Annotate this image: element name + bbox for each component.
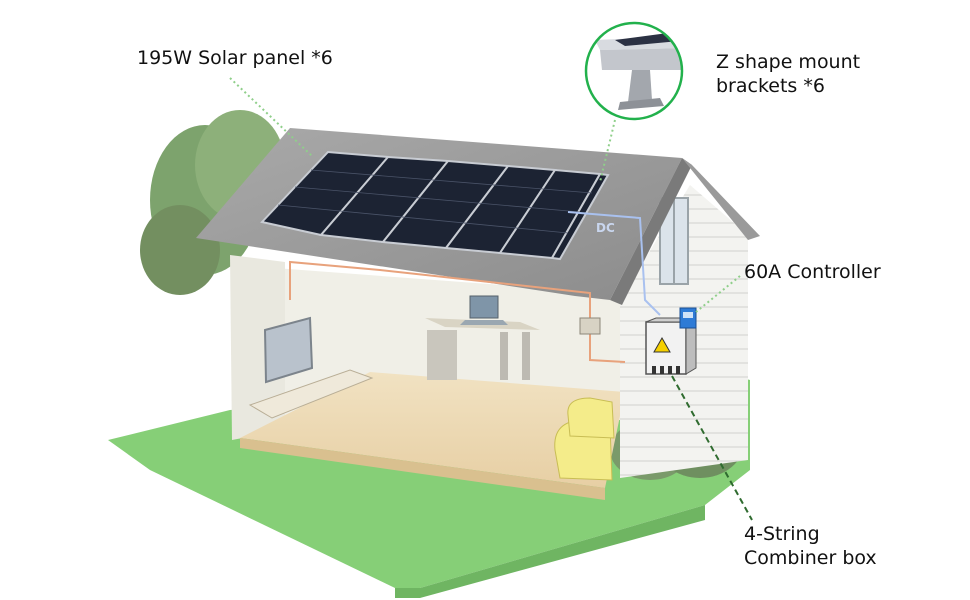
bracket-label-line1: Z shape mount [716, 50, 860, 74]
dc-tag: DC [596, 221, 615, 235]
combiner-label-line1: 4-String [744, 522, 877, 546]
bracket-callout [586, 23, 690, 119]
meter-icon [580, 318, 600, 334]
solar-panel-label: 195W Solar panel *6 [137, 46, 333, 70]
combiner-label-line2: Combiner box [744, 546, 877, 570]
bracket-label: Z shape mount brackets *6 [716, 50, 860, 98]
combiner-label: 4-String Combiner box [744, 522, 877, 570]
bracket-label-line2: brackets *6 [716, 74, 860, 98]
controller-icon [680, 308, 696, 328]
controller-label: 60A Controller [744, 260, 881, 284]
